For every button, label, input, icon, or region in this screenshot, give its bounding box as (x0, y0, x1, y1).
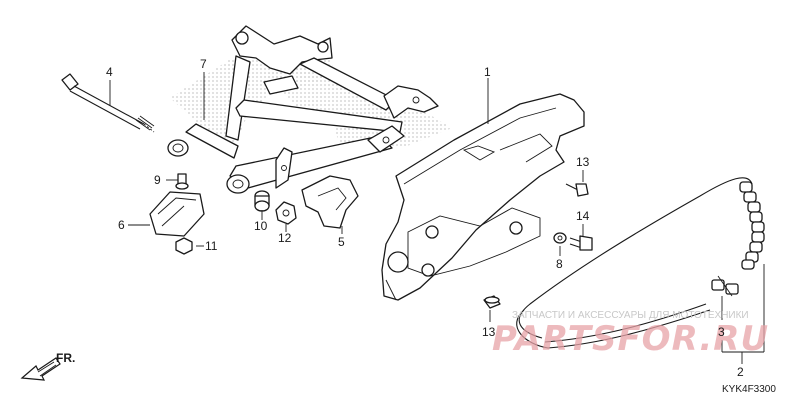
pivot-bolt-part (61, 73, 155, 133)
bolt-13-upper-part (565, 183, 589, 197)
bolt-13-lower-part (483, 295, 501, 309)
drive-chain-part (516, 177, 765, 349)
watermark-text: ЗАПЧАСТИ И АКСЕССУАРЫ ДЛЯ МОТОТЕХНИКИ (512, 310, 749, 321)
bolt-9-part (175, 173, 189, 190)
bolt-14-part (569, 235, 593, 251)
callout-7: 7 (200, 57, 207, 71)
direction-label: FR. (56, 351, 75, 365)
washer-8-part (553, 232, 567, 244)
collar-10-part (254, 190, 270, 212)
front-arrow-icon: FR. (20, 351, 75, 381)
callout-13-upper: 13 (576, 155, 590, 169)
callout-11: 11 (205, 239, 218, 253)
chain-slider-part (149, 191, 205, 237)
callout-6: 6 (118, 218, 125, 232)
nut-11-part (175, 237, 193, 255)
leader-lines (109, 72, 765, 364)
swingarm-part (167, 25, 439, 194)
watermark: ЗАПЧАСТИ И АКСЕССУАРЫ ДЛЯ МОТОТЕХНИКИ PA… (492, 310, 769, 359)
callout-2: 2 (737, 365, 744, 379)
callout-3: 3 (718, 325, 725, 339)
chain-guide-part (301, 175, 359, 229)
callout-13-lower: 13 (482, 325, 496, 339)
callout-4: 4 (106, 65, 113, 79)
callout-8: 8 (556, 257, 563, 271)
callout-10: 10 (254, 219, 268, 233)
bush-12-part (275, 201, 297, 225)
callout-1: 1 (484, 65, 491, 79)
callout-12: 12 (278, 231, 292, 245)
chain-joint-part (711, 275, 739, 297)
callout-14: 14 (576, 209, 590, 223)
callout-5: 5 (338, 235, 345, 249)
callout-9: 9 (154, 173, 161, 187)
diagram-code: KYK4F3300 (722, 384, 776, 395)
callouts: 1 2 3 4 5 6 7 8 9 10 11 12 13 13 14 (106, 57, 744, 379)
watermark-logo: PARTSFOR.RU (492, 319, 769, 359)
chain-links (739, 181, 765, 270)
chain-case-part (381, 93, 585, 301)
